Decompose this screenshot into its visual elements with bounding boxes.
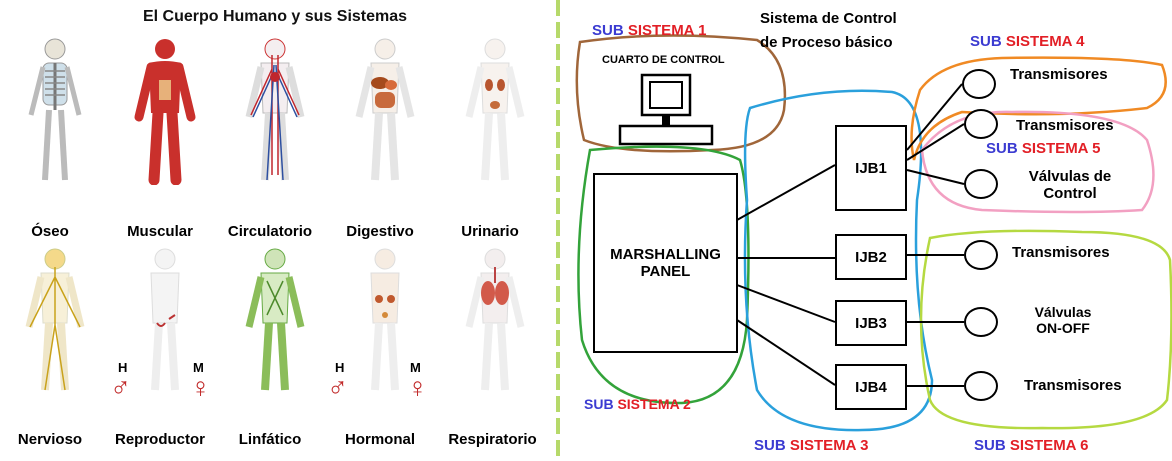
subsystem-3-label: SUB SISTEMA 3: [754, 437, 868, 454]
body-systems-panel: El Cuerpo Humano y sus Sistemas: [0, 0, 555, 461]
transmitter-circle-icon: [964, 240, 998, 270]
computer-icon: [620, 75, 712, 144]
label-nervioso: Nervioso: [0, 431, 105, 448]
label-oseo: Óseo: [0, 223, 105, 240]
marshalling-label-line1: MARSHALLING: [610, 246, 721, 263]
male-symbol-icon: ♂: [110, 372, 131, 404]
label-hormonal: Hormonal: [325, 431, 435, 448]
label-respiratorio: Respiratorio: [430, 431, 555, 448]
female-symbol-icon: ♀: [407, 372, 428, 404]
nervous-figure: [5, 245, 105, 395]
male-symbol-icon: ♂: [327, 372, 348, 404]
control-room-label: CUARTO DE CONTROL: [602, 54, 725, 66]
lymphatic-figure: [225, 245, 325, 395]
diagram-title-line1: Sistema de Control: [760, 10, 897, 27]
label-reproductor: Reproductor: [105, 431, 215, 448]
subsystem-2-label: SUB SISTEMA 2: [584, 396, 691, 412]
divider: [556, 0, 560, 461]
ijb2-box: IJB2: [835, 234, 907, 280]
subsystem-6-label: SUB SISTEMA 6: [974, 437, 1088, 454]
label-circulatorio: Circulatorio: [215, 223, 325, 240]
ijb1-box: IJB1: [835, 125, 907, 211]
marshalling-label-line2: PANEL: [641, 263, 691, 280]
transmitter-circle-icon: [964, 371, 998, 401]
muscle-figure: [115, 35, 215, 185]
transmitter-circle-icon: [962, 69, 996, 99]
subsystem-5-label: SUB SISTEMA 5: [986, 140, 1100, 157]
control-system-diagram: Sistema de Control de Proceso básico SUB…: [562, 0, 1172, 461]
transmitter-circle-icon: [964, 109, 998, 139]
ijb3-box: IJB3: [835, 300, 907, 346]
ijb4-box: IJB4: [835, 364, 907, 410]
respiratory-figure: [445, 245, 545, 395]
digestive-figure: [335, 35, 435, 185]
label-digestivo: Digestivo: [325, 223, 435, 240]
skeleton-figure: [5, 35, 105, 185]
urinary-figure: [445, 35, 545, 185]
circulatory-figure: [225, 35, 325, 185]
subsystem-1-label: SUB SISTEMA 1: [592, 22, 706, 39]
label-urinario: Urinario: [435, 223, 545, 240]
marshalling-panel: MARSHALLING PANEL: [593, 173, 738, 353]
diagram-title-line2: de Proceso básico: [760, 34, 893, 51]
transmitters-ss6a-label: Transmisores: [1012, 244, 1110, 261]
subsystem-4-label: SUB SISTEMA 4: [970, 33, 1084, 50]
body-systems-title: El Cuerpo Humano y sus Sistemas: [0, 8, 550, 26]
female-symbol-icon: ♀: [190, 372, 211, 404]
transmitters-ss4-label: Transmisores: [1010, 66, 1108, 83]
label-muscular: Muscular: [105, 223, 215, 240]
transmitters-ss5-label: Transmisores: [1016, 117, 1114, 134]
label-linfatico: Linfático: [215, 431, 325, 448]
transmitters-ss6b-label: Transmisores: [1024, 377, 1122, 394]
valve-circle-icon: [964, 307, 998, 337]
valve-circle-icon: [964, 169, 998, 199]
